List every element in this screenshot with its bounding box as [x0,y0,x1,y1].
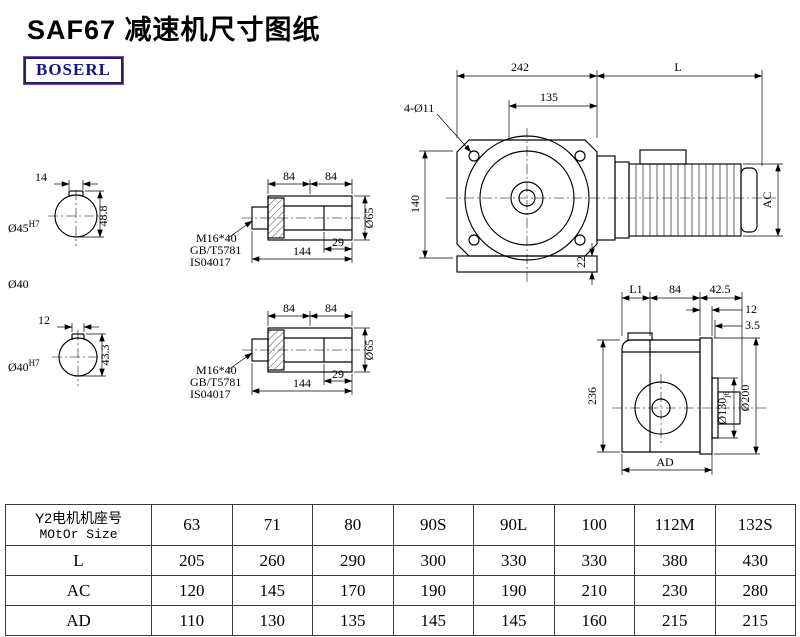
table-cell: 300 [392,545,474,576]
technical-drawing: 242 L 4-Ø11 135 140 22 AC 14 Ø45H7 48.8 … [8,60,783,475]
dim-AC: AC [760,192,774,209]
size-col: 90S [392,504,474,546]
shaft-d40-label: Ø40 [8,277,29,291]
dim-L1: L1 [629,282,642,296]
dimension-labels: 242 L 4-Ø11 135 140 22 AC 14 Ø45H7 48.8 … [8,60,774,469]
dim-3-5: 3.5 [745,318,760,332]
bolt-iso-2: IS04017 [190,387,231,401]
dim-42-5: 42.5 [710,282,731,296]
table-cell: 210 [553,575,635,606]
dim-12-flange: 12 [745,302,757,316]
table-row-AC: AC 120 145 170 190 190 210 230 280 [5,575,796,606]
shaft1-bore-label: Ø45H7 [8,219,40,235]
table-cell: 110 [151,605,233,636]
table-cell: 330 [553,545,635,576]
table-cell: 215 [714,605,796,636]
brand-logo: BOSERL [24,57,123,84]
dim-84-b: 84 [325,169,337,183]
table-cell: 145 [231,575,313,606]
motor-size-table: Y2电机机座号 MOtOr Size 63 71 80 90S 90L 100 … [5,504,796,636]
table-cell: 230 [634,575,716,606]
dim-12-shaft: 12 [38,313,50,327]
size-col: 100 [553,504,635,546]
dim-L: L [674,60,681,74]
table-cell: 145 [473,605,555,636]
table-cell: 160 [553,605,635,636]
shaft-section-1-outline [54,190,98,238]
header-cn: Y2电机机座号 [34,509,123,526]
dim-48-8: 48.8 [96,206,110,227]
center-lines [48,128,776,446]
dim-d65-2: Ø65 [362,340,376,361]
motor-fins [635,164,735,236]
row-label: AC [5,575,152,606]
header-en: MOtOr Size [39,526,118,542]
table-cell: 190 [392,575,474,606]
row-label: AD [5,605,152,636]
table-cell: 145 [392,605,474,636]
table-cell: 135 [312,605,394,636]
hollow-shaft-2-outline [251,327,353,373]
table-cell: 215 [634,605,716,636]
size-col: 112M [634,504,716,546]
table-cell: 430 [714,545,796,576]
table-cell: 330 [473,545,555,576]
dim-84-a: 84 [283,169,295,183]
dim-d130: Ø130j6 [715,392,731,425]
dim-144: 144 [293,244,311,258]
dim-29: 29 [332,235,344,249]
table-cell: 130 [231,605,313,636]
dim-22: 22 [574,256,588,268]
table-cell: 120 [151,575,233,606]
table-cell: 170 [312,575,394,606]
bolt-spec-2: M16*40 [196,363,237,377]
shaft2-bore-label: Ø40H7 [8,358,40,374]
table-row-L: L 205 260 290 300 330 330 380 430 [5,545,796,576]
dim-84-side: 84 [669,282,681,296]
table-cell: 190 [473,575,555,606]
table-header-motor-size: Y2电机机座号 MOtOr Size [5,504,152,546]
bolt-spec: M16*40 [196,231,237,245]
table-cell: 205 [151,545,233,576]
dimension-lines [54,70,783,475]
bolt-iso: IS04017 [190,255,231,269]
size-col: 80 [312,504,394,546]
row-label: L [5,545,152,576]
side-view-outline [621,332,741,455]
dim-AD: AD [656,455,674,469]
dim-140: 140 [408,195,422,213]
size-col: 90L [473,504,555,546]
shaft-section-2-outline [58,333,98,377]
dim-236: 236 [585,387,599,405]
dim-43-3: 43.3 [98,345,112,366]
bolt-standard: GB/T5781 [190,243,241,257]
page-title: SAF67 减速机尺寸图纸 [27,15,321,45]
table-cell: 280 [714,575,796,606]
table-header-row: Y2电机机座号 MOtOr Size 63 71 80 90S 90L 100 … [5,504,796,546]
dim-144-2: 144 [293,376,311,390]
table-cell: 290 [312,545,394,576]
main-view-outline [456,135,758,273]
hollow-shaft-1-outline [251,195,353,241]
bolt-standard-2: GB/T5781 [190,375,241,389]
size-col: 63 [151,504,233,546]
table-cell: 260 [231,545,313,576]
size-col: 132S [714,504,796,546]
dim-14: 14 [35,170,47,184]
size-col: 71 [231,504,313,546]
dim-84-a2: 84 [283,301,295,315]
dim-29-2: 29 [332,367,344,381]
dim-d65: Ø65 [362,208,376,229]
table-cell: 380 [634,545,716,576]
dim-135: 135 [540,90,558,104]
holes-callout: 4-Ø11 [404,101,434,115]
dim-d200: Ø200 [738,385,752,412]
table-row-AD: AD 110 130 135 145 145 160 215 215 [5,605,796,636]
dim-84-b2: 84 [325,301,337,315]
dim-242: 242 [511,60,529,74]
